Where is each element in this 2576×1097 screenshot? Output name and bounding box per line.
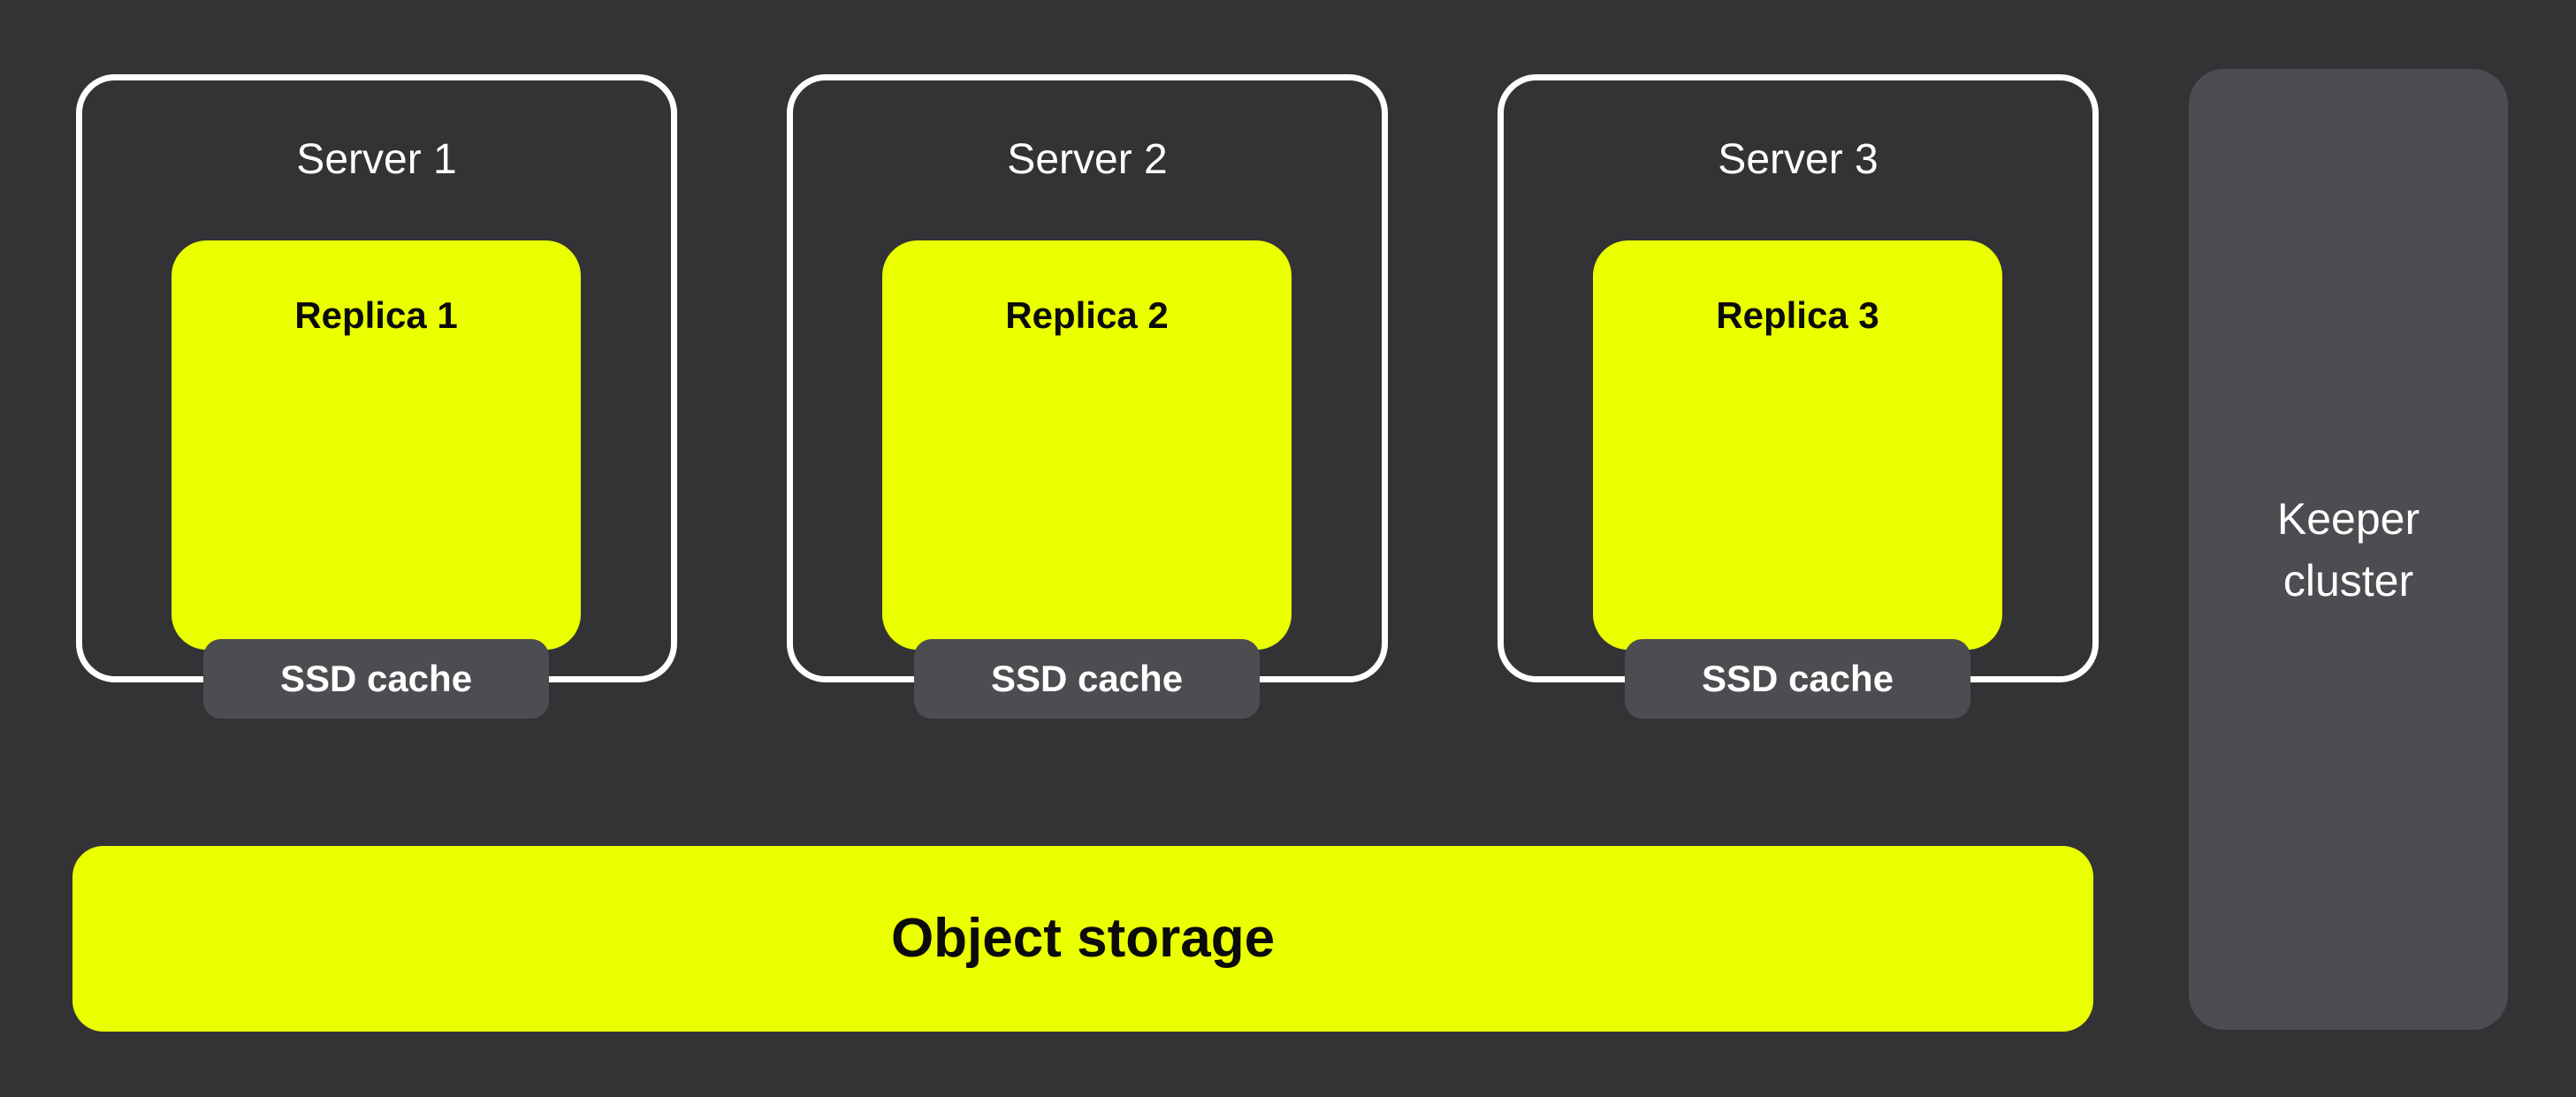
server-3-title: Server 3: [1718, 136, 1879, 183]
replica-2-label: Replica 2: [1005, 294, 1169, 336]
replica-3-label: Replica 3: [1716, 294, 1879, 336]
ssd-cache-2-box: SSD cache: [914, 639, 1260, 719]
ssd-cache-1-label: SSD cache: [279, 658, 473, 699]
server-2-title: Server 2: [1007, 136, 1168, 183]
keeper-cluster-label: Keeper cluster: [2276, 493, 2420, 606]
ssd-cache-2-label: SSD cache: [990, 658, 1184, 699]
ssd-cache-3-label: SSD cache: [1701, 658, 1894, 699]
replica-1-box: Replica 1: [171, 240, 581, 650]
ssd-cache-1-box: SSD cache: [203, 639, 549, 719]
server-1-title: Server 1: [296, 136, 457, 183]
keeper-cluster-box: Keeper cluster: [2189, 69, 2508, 1030]
object-storage-box: Object storage: [72, 846, 2093, 1032]
replica-3-box: Replica 3: [1593, 240, 2002, 650]
replica-2-box: Replica 2: [882, 240, 1292, 650]
replica-1-label: Replica 1: [294, 294, 458, 336]
ssd-cache-3-box: SSD cache: [1625, 639, 1970, 719]
object-storage-label: Object storage: [890, 908, 1276, 969]
